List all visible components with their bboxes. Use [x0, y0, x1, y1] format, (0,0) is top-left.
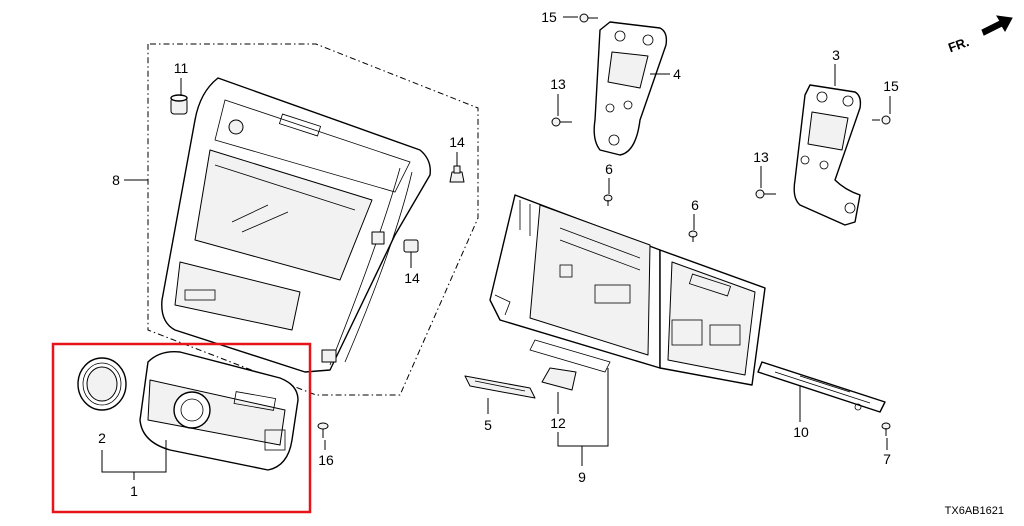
- callout-6-right: 6: [691, 197, 699, 213]
- part-2-ring: [77, 357, 127, 411]
- front-direction-arrow-icon: [981, 15, 1013, 36]
- part-5-bracket: [464, 375, 536, 399]
- part-15-screw-left: [579, 13, 598, 23]
- callout-5: 5: [484, 417, 492, 433]
- callout-10: 10: [793, 424, 809, 440]
- part-11-knob-cap: [170, 94, 188, 115]
- callout-16: 16: [318, 452, 334, 468]
- part-12-pad: [541, 367, 577, 391]
- part-15-screw-right: [872, 115, 891, 125]
- callout-6-left: 6: [605, 161, 613, 177]
- callout-1: 1: [130, 483, 138, 499]
- part-9-audio-unit: [489, 194, 766, 386]
- part-8-center-panel: [161, 77, 431, 373]
- front-direction-label: FR.: [946, 34, 971, 55]
- part-10-bracket: [757, 361, 886, 413]
- part-6-screw-left: [603, 194, 613, 206]
- part-13-screw-upper: [551, 117, 572, 127]
- callout-13-lower: 13: [753, 149, 769, 165]
- callout-15-right: 15: [883, 78, 899, 94]
- callout-9: 9: [578, 469, 586, 485]
- part-14-clip-upper: [449, 165, 465, 183]
- callout-3: 3: [832, 47, 840, 63]
- callout-14-lower: 14: [404, 270, 420, 286]
- panel-group-outline: [147, 43, 479, 396]
- callout-11: 11: [174, 60, 189, 76]
- part-13-screw-lower: [755, 189, 776, 199]
- diagram-code: TX6AB1621: [945, 505, 1004, 517]
- callout-12: 12: [550, 415, 566, 431]
- callout-15-left: 15: [541, 9, 557, 25]
- callout-7: 7: [883, 451, 891, 467]
- callout-14-upper: 14: [449, 134, 465, 150]
- part-7-screw: [881, 422, 891, 436]
- part-16-screw: [317, 422, 329, 438]
- callout-4: 4: [673, 66, 681, 82]
- part-14-clip-lower: [403, 239, 419, 253]
- callout-8: 8: [112, 172, 120, 188]
- part-4-mounting-bracket: [593, 21, 668, 156]
- part-6-screw-right: [688, 230, 698, 242]
- part-1-control-unit: [139, 351, 299, 471]
- callout-2: 2: [98, 430, 106, 446]
- part-3-mounting-bracket: [793, 84, 862, 226]
- callout-13-upper: 13: [550, 76, 566, 92]
- part-1-highlight-box: [51, 342, 312, 514]
